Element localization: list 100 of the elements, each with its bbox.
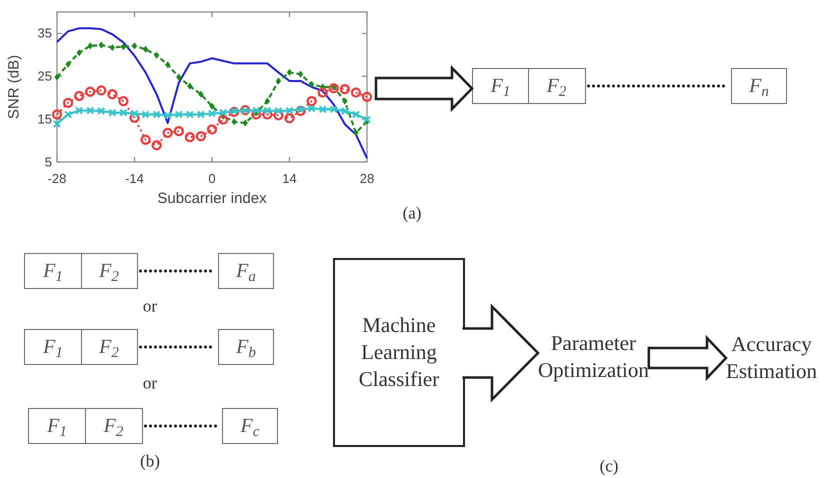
point — [284, 113, 295, 124]
feature-cell: F$_{2}$ — [528, 68, 586, 104]
point — [286, 68, 292, 76]
point — [208, 110, 216, 118]
point — [53, 120, 61, 128]
point — [295, 106, 306, 116]
point — [152, 110, 161, 118]
point — [142, 46, 148, 53]
point — [98, 42, 104, 48]
point — [328, 83, 339, 94]
tick-label: 5 — [44, 156, 52, 168]
point — [350, 87, 362, 98]
feature-cell: F$_{2}$ — [84, 408, 142, 444]
point — [342, 98, 348, 105]
point — [206, 124, 218, 135]
axis-title: SNR (dB) — [6, 54, 22, 120]
point — [318, 87, 328, 98]
point — [110, 44, 115, 52]
feature-cell: F$_{1}$ — [472, 68, 529, 104]
point — [274, 107, 282, 115]
point — [273, 110, 284, 120]
point — [340, 107, 349, 115]
point — [75, 106, 84, 115]
point — [74, 90, 84, 102]
point — [108, 108, 116, 117]
point — [52, 109, 62, 120]
point — [263, 106, 272, 115]
point — [340, 84, 350, 94]
process-box — [333, 258, 465, 447]
point — [218, 114, 228, 125]
point — [97, 107, 106, 115]
point — [298, 70, 304, 78]
point — [276, 78, 282, 84]
point — [54, 74, 60, 81]
tick-label: 15 — [38, 112, 52, 126]
point — [119, 108, 128, 117]
tick-label: 35 — [38, 26, 52, 40]
point — [362, 92, 372, 102]
point — [352, 110, 360, 118]
feature-cell: F$_{1}$ — [24, 253, 82, 289]
point — [296, 105, 305, 114]
tick-label: 0 — [208, 172, 216, 185]
feature-cell: F$_{n}$ — [731, 68, 787, 104]
conjunction-text: or — [142, 374, 158, 392]
tick-label: 14 — [282, 172, 297, 185]
point — [242, 120, 248, 126]
point — [187, 82, 192, 90]
panel-label: (a) — [402, 204, 422, 222]
conjunction-text: or — [142, 298, 158, 314]
point — [130, 110, 138, 118]
point — [174, 126, 184, 136]
point — [286, 106, 294, 115]
step-label: Parameter Optimization — [538, 330, 649, 384]
point — [318, 105, 327, 114]
axis-title: Subcarrier index — [157, 191, 267, 206]
point — [176, 74, 182, 81]
point — [118, 96, 129, 106]
point — [165, 61, 170, 68]
point — [164, 111, 172, 120]
feature-cell: F$_{2}$ — [80, 329, 138, 365]
feature-cell: F$_{1}$ — [28, 408, 86, 444]
tick-label: -28 — [48, 172, 66, 185]
point — [85, 86, 96, 97]
point — [132, 42, 138, 50]
point — [65, 60, 71, 68]
block-arrow — [374, 64, 474, 112]
point — [196, 131, 206, 142]
point — [264, 98, 270, 105]
point — [219, 108, 228, 117]
point — [184, 132, 195, 142]
block-arrow — [648, 334, 728, 382]
point — [330, 105, 338, 114]
feature-cell: F$_{a}$ — [218, 253, 274, 289]
point — [198, 90, 204, 98]
point — [252, 106, 260, 115]
feature-cell: F$_{2}$ — [80, 253, 138, 289]
point — [120, 43, 126, 50]
point — [232, 118, 237, 126]
block-arrow — [461, 303, 540, 403]
feature-cell: F$_{1}$ — [24, 329, 82, 365]
point — [142, 110, 150, 118]
point — [140, 134, 151, 145]
panel-label: (b) — [140, 452, 160, 470]
point — [88, 42, 93, 50]
box-label: Machine Learning Classifier — [358, 312, 440, 393]
point — [162, 128, 173, 138]
step-label: Accuracy Estimation — [726, 331, 817, 385]
point — [96, 85, 106, 96]
point — [154, 52, 160, 59]
point — [76, 49, 82, 56]
tick-label: 25 — [38, 70, 52, 83]
feature-cell: F$_{c}$ — [222, 408, 278, 444]
point — [308, 104, 316, 112]
point — [306, 96, 317, 106]
point — [353, 129, 359, 136]
feature-cell: F$_{b}$ — [218, 329, 274, 365]
point — [152, 140, 162, 150]
point — [186, 110, 194, 118]
point — [129, 112, 140, 123]
tick-label: 28 — [360, 172, 374, 185]
